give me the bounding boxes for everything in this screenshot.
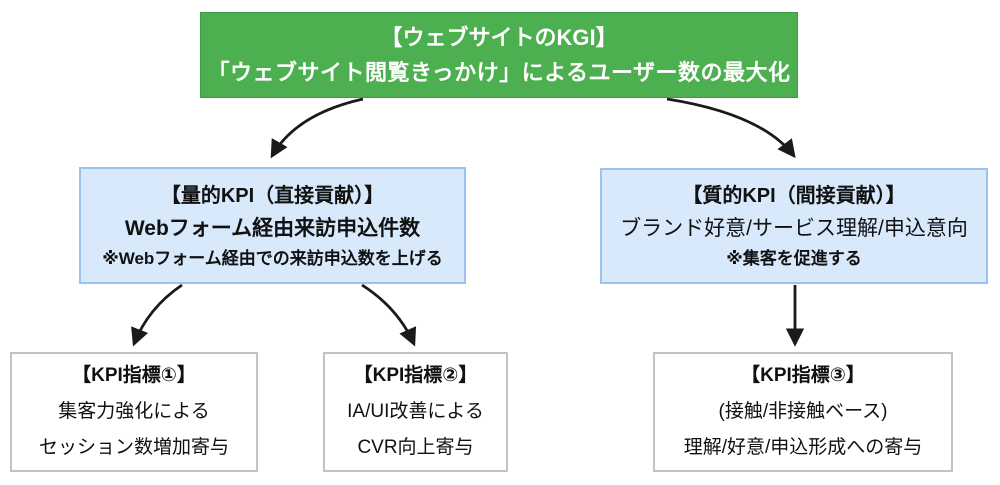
kgi-title: 【ウェブサイトのKGI】 — [380, 25, 618, 50]
arrow-quantitative-to-indicator2 — [361, 283, 417, 347]
kpi-indicator2-box: 【KPI指標②】 IA/UI改善による CVR向上寄与 — [323, 352, 508, 472]
kpi-indicator1-line1: 集客力強化による — [58, 401, 210, 422]
kpi-indicator1-heading: 【KPI指標①】 — [72, 365, 196, 386]
quantitative-kpi-box: 【量的KPI（直接貢献）】 Webフォーム経由来訪申込件数 ※Webフォーム経由… — [79, 167, 466, 284]
kgi-subtitle: 「ウェブサイト閲覧きっかけ」によるユーザー数の最大化 — [207, 60, 791, 85]
arrow-kgi-to-qualitative — [666, 97, 796, 159]
qualitative-kpi-heading: 【質的KPI（間接貢献）】 — [682, 185, 906, 207]
kpi-indicator3-box: 【KPI指標③】 (接触/非接触ベース) 理解/好意/申込形成への寄与 — [653, 352, 953, 472]
kpi-indicator1-line2: セッション数増加寄与 — [38, 437, 229, 458]
kgi-box: 【ウェブサイトのKGI】 「ウェブサイト閲覧きっかけ」によるユーザー数の最大化 — [200, 12, 798, 98]
arrow-quantitative-to-indicator1 — [131, 283, 183, 347]
kpi-indicator3-line2: 理解/好意/申込形成への寄与 — [683, 437, 923, 458]
kpi-indicator2-line1: IA/UI改善による — [347, 401, 484, 422]
quantitative-kpi-metric: Webフォーム経由来訪申込件数 — [124, 216, 421, 240]
kpi-indicator2-line2: CVR向上寄与 — [357, 437, 474, 458]
qualitative-kpi-metric: ブランド好意/サービス理解/申込意向 — [620, 217, 968, 240]
qualitative-kpi-box: 【質的KPI（間接貢献）】 ブランド好意/サービス理解/申込意向 ※集客を促進す… — [600, 168, 988, 284]
kpi-indicator2-heading: 【KPI指標②】 — [353, 365, 478, 386]
kpi-indicator3-heading: 【KPI指標③】 — [741, 365, 865, 386]
kpi-indicator1-box: 【KPI指標①】 集客力強化による セッション数増加寄与 — [10, 352, 258, 472]
qualitative-kpi-note: ※集客を促進する — [726, 249, 862, 268]
arrow-kgi-to-quantitative — [270, 97, 364, 159]
kpi-indicator3-line1: (接触/非接触ベース) — [718, 401, 888, 422]
quantitative-kpi-heading: 【量的KPI（直接貢献）】 — [160, 184, 385, 207]
quantitative-kpi-note: ※Webフォーム経由での来訪申込数を上げる — [102, 248, 443, 268]
